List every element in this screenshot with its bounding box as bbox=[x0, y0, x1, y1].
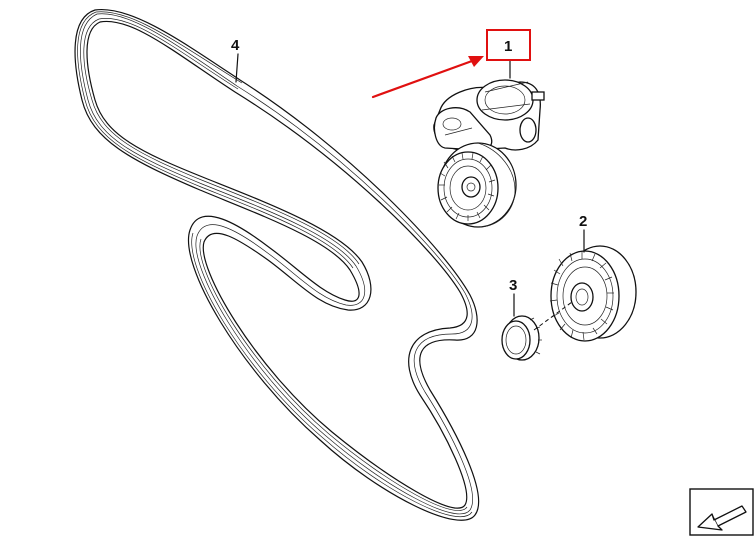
alignment-line bbox=[533, 301, 573, 331]
belt-tensioner[interactable] bbox=[433, 79, 545, 228]
highlight-box bbox=[486, 29, 531, 61]
callout-label-3: 3 bbox=[509, 277, 517, 294]
callout-label-1: 1 bbox=[504, 38, 512, 55]
callout-belt: 4 bbox=[231, 37, 240, 83]
serpentine-belt[interactable] bbox=[74, 8, 480, 521]
idler-pulley[interactable] bbox=[549, 245, 637, 342]
highlight-arrow bbox=[371, 56, 484, 99]
pulley-cap[interactable] bbox=[501, 315, 542, 361]
callout-cap: 3 bbox=[509, 277, 517, 317]
callout-idler-pulley: 2 bbox=[579, 213, 587, 253]
direction-arrow-icon bbox=[689, 488, 754, 536]
callout-tensioner: 1 bbox=[371, 29, 531, 99]
callout-label-4: 4 bbox=[231, 37, 240, 54]
callout-label-2: 2 bbox=[579, 213, 587, 230]
